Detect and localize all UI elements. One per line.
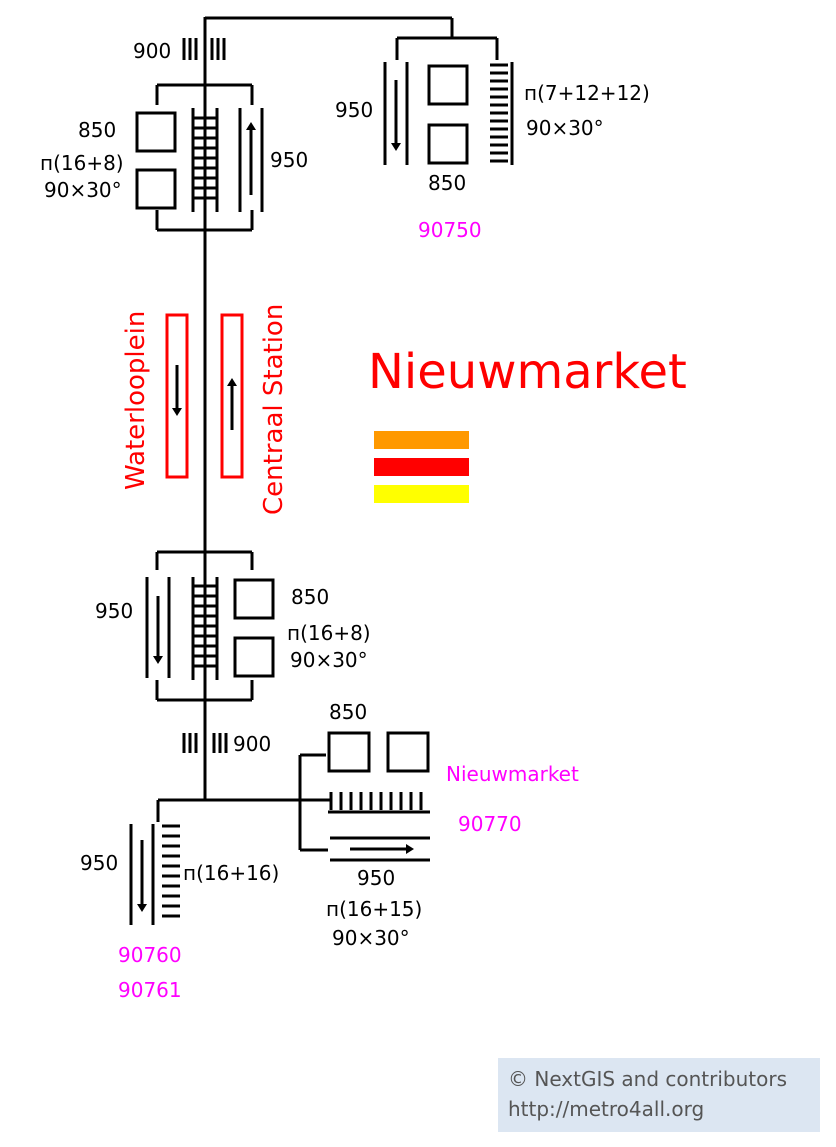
credits-box: © NextGIS and contributors http://metro4… bbox=[498, 1058, 820, 1132]
top-left-escalator-width: 950 bbox=[270, 148, 308, 172]
bottom-left-exit-1: 90760 bbox=[118, 943, 182, 967]
middle-escalator bbox=[145, 577, 171, 678]
line-bar-yellow bbox=[374, 485, 469, 503]
bottom-crosswalk bbox=[182, 733, 228, 753]
bottom-right-escalator-width: 950 bbox=[357, 866, 395, 890]
bottom-stair-width: 900 bbox=[233, 732, 271, 756]
direction-right-label: Centraal Station bbox=[259, 304, 289, 515]
bottom-right-stairs-label: п(16+15) bbox=[326, 897, 422, 921]
top-left-escalator bbox=[238, 108, 264, 212]
middle-elevator-label: 850 bbox=[291, 585, 329, 609]
bottom-right-elevators bbox=[327, 731, 430, 773]
bottom-right-escalator bbox=[330, 836, 430, 862]
top-right-escalator-width: 950 bbox=[335, 98, 373, 122]
middle-stairs bbox=[191, 577, 219, 680]
line-bar-red bbox=[374, 458, 469, 476]
top-right-exit-number: 90750 bbox=[418, 218, 482, 242]
top-left-crosswalk bbox=[182, 38, 226, 60]
direction-left-label: Waterlooplein bbox=[121, 311, 151, 490]
bottom-right-elevator-label: 850 bbox=[329, 700, 367, 724]
top-left-escalator-size: 90×30° bbox=[44, 178, 122, 202]
bottom-right-stairs bbox=[328, 792, 430, 814]
top-right-escalator bbox=[383, 62, 409, 165]
bottom-left-escalator bbox=[129, 824, 155, 925]
line-color-bars bbox=[374, 431, 469, 503]
track-lines bbox=[155, 16, 499, 852]
line-bar-orange bbox=[374, 431, 469, 449]
top-left-stairs bbox=[191, 108, 219, 212]
top-right-stairs-label: п(7+12+12) bbox=[524, 81, 650, 105]
top-left-elevator-label: 850 bbox=[78, 118, 116, 142]
bottom-right-exit: 90770 bbox=[458, 812, 522, 836]
bottom-left-escalator-width: 950 bbox=[80, 851, 118, 875]
credits-line-2: http://metro4all.org bbox=[508, 1097, 705, 1121]
bottom-right-name: Nieuwmarket bbox=[446, 762, 579, 786]
bottom-left-exit-2: 90761 bbox=[118, 978, 182, 1002]
middle-escalator-size: 90×30° bbox=[290, 648, 368, 672]
middle-elevators bbox=[233, 578, 275, 678]
credits-line-1: © NextGIS and contributors bbox=[508, 1067, 788, 1091]
bottom-right-escalator-size: 90×30° bbox=[332, 926, 410, 950]
station-title: Nieuwmarket bbox=[368, 344, 687, 400]
direction-right-box bbox=[220, 313, 244, 479]
bottom-left-stairs bbox=[162, 824, 180, 918]
middle-stairs-label: п(16+8) bbox=[287, 621, 371, 645]
top-left-stair-width: 900 bbox=[133, 39, 171, 63]
middle-escalator-width: 950 bbox=[95, 599, 133, 623]
bottom-left-stairs-label: п(16+16) bbox=[183, 861, 279, 885]
top-right-escalator-size: 90×30° bbox=[526, 116, 604, 140]
top-right-elevators bbox=[427, 64, 469, 165]
top-right-elevator-label: 850 bbox=[428, 171, 466, 195]
direction-left-box bbox=[165, 313, 189, 479]
top-left-stairs-label: п(16+8) bbox=[40, 151, 124, 175]
top-right-stairs bbox=[490, 62, 514, 165]
top-left-elevators bbox=[135, 111, 177, 210]
